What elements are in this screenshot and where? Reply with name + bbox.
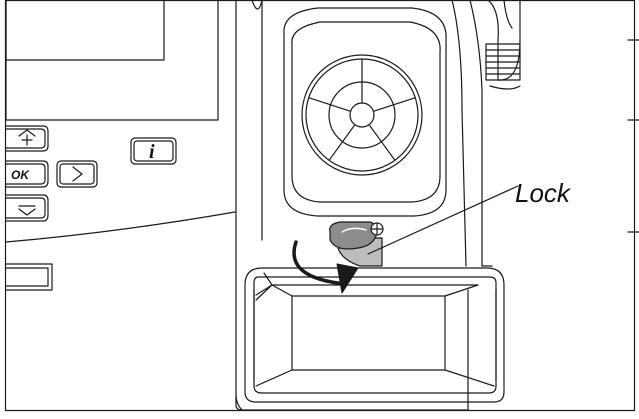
ok-button[interactable]: OK — [5, 160, 49, 188]
info-label: i — [149, 141, 155, 163]
side-knob — [485, 0, 521, 90]
ok-label: OK — [11, 168, 30, 182]
housing-base — [235, 394, 243, 411]
next-button[interactable] — [56, 160, 98, 188]
control-buttons: OK i — [5, 125, 177, 222]
rotate-arrow-icon — [292, 240, 359, 294]
panel-edge — [5, 211, 236, 243]
callout-leader — [367, 185, 519, 255]
fan-icon — [301, 54, 423, 176]
chevron-right-icon — [72, 166, 83, 182]
lock-mechanism — [329, 221, 384, 267]
plus-arrow-icon — [18, 129, 36, 146]
drawer-tray — [244, 267, 505, 403]
slot — [5, 263, 53, 291]
plus-button[interactable] — [5, 125, 49, 152]
lock-label: Lock — [515, 178, 572, 208]
edge-ticks — [627, 39, 639, 233]
display-screen — [5, 0, 219, 121]
info-button[interactable]: i — [130, 137, 177, 165]
fan-pocket — [283, 7, 447, 217]
minus-arrow-icon — [18, 205, 36, 216]
main-housing — [235, 0, 493, 411]
minus-button[interactable] — [5, 194, 49, 222]
